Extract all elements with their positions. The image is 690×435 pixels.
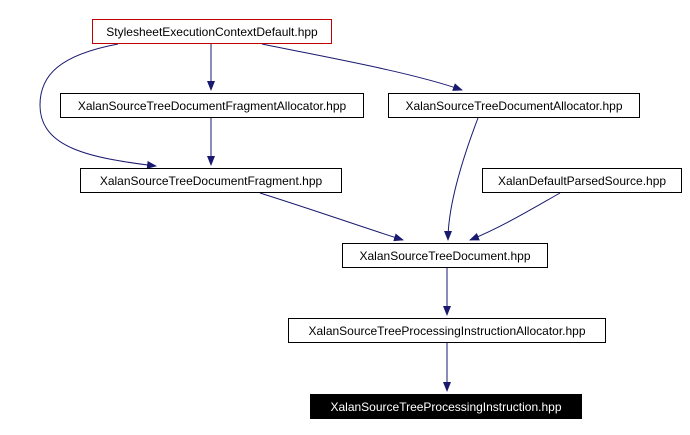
edge-ctx-to-frag [39, 43, 157, 169]
node-xalan-source-tree-document-allocator[interactable]: XalanSourceTreeDocumentAllocator.hpp [388, 93, 640, 118]
edge-parsed-to-doc [469, 192, 561, 241]
edge-ctx-to-docalloc [261, 43, 463, 91]
node-xalan-source-tree-processing-instruction-allocator[interactable]: XalanSourceTreeProcessingInstructionAllo… [288, 318, 606, 343]
node-xalan-source-tree-processing-instruction: XalanSourceTreeProcessingInstruction.hpp [310, 394, 582, 419]
node-xalan-source-tree-document[interactable]: XalanSourceTreeDocument.hpp [342, 243, 548, 268]
edge-docalloc-to-doc [444, 117, 479, 241]
edge-frag-to-doc [259, 192, 404, 242]
node-xalan-default-parsed-source[interactable]: XalanDefaultParsedSource.hpp [482, 168, 682, 193]
node-xalan-source-tree-document-fragment-allocator[interactable]: XalanSourceTreeDocumentFragmentAllocator… [60, 93, 364, 118]
node-xalan-source-tree-document-fragment[interactable]: XalanSourceTreeDocumentFragment.hpp [80, 168, 342, 193]
node-stylesheet-execution-context-default[interactable]: StylesheetExecutionContextDefault.hpp [92, 19, 332, 44]
